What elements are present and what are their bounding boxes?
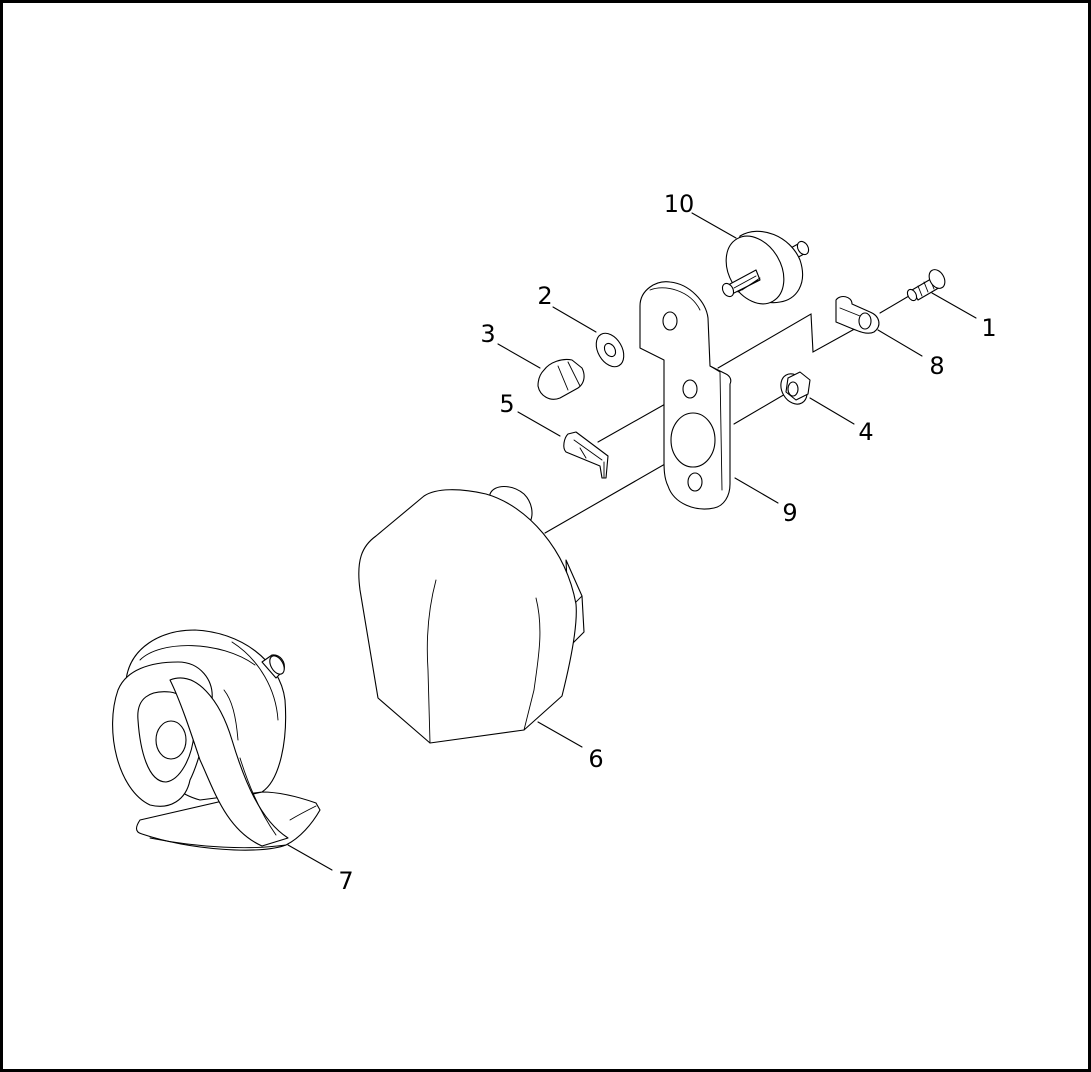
callout-9: 9: [782, 499, 797, 527]
callout-7: 7: [338, 867, 353, 895]
leader-lines: [287, 212, 977, 871]
horn-cover-part-6: [358, 485, 585, 744]
callout-1: 1: [981, 314, 996, 342]
screw-part-1: [906, 269, 946, 302]
mounting-bracket-part-9: [639, 281, 732, 510]
callout-3: 3: [480, 320, 495, 348]
speed-nut-part-5: [563, 431, 609, 479]
flange-nut-part-4: [780, 371, 811, 405]
acorn-nut-part-3: [537, 358, 585, 400]
callout-labels: 1 2 3 4 5 6 7 8 9 10: [338, 190, 996, 895]
callout-5: 5: [499, 390, 514, 418]
callout-8: 8: [929, 352, 944, 380]
rubber-mount-part-10: [721, 230, 810, 305]
callout-2: 2: [537, 282, 552, 310]
callout-4: 4: [858, 418, 873, 446]
callout-10: 10: [664, 190, 695, 218]
callout-6: 6: [588, 745, 603, 773]
horn-trumpet-part-7: [112, 629, 321, 851]
washer-part-2: [595, 332, 625, 368]
clip-part-8: [835, 295, 880, 334]
